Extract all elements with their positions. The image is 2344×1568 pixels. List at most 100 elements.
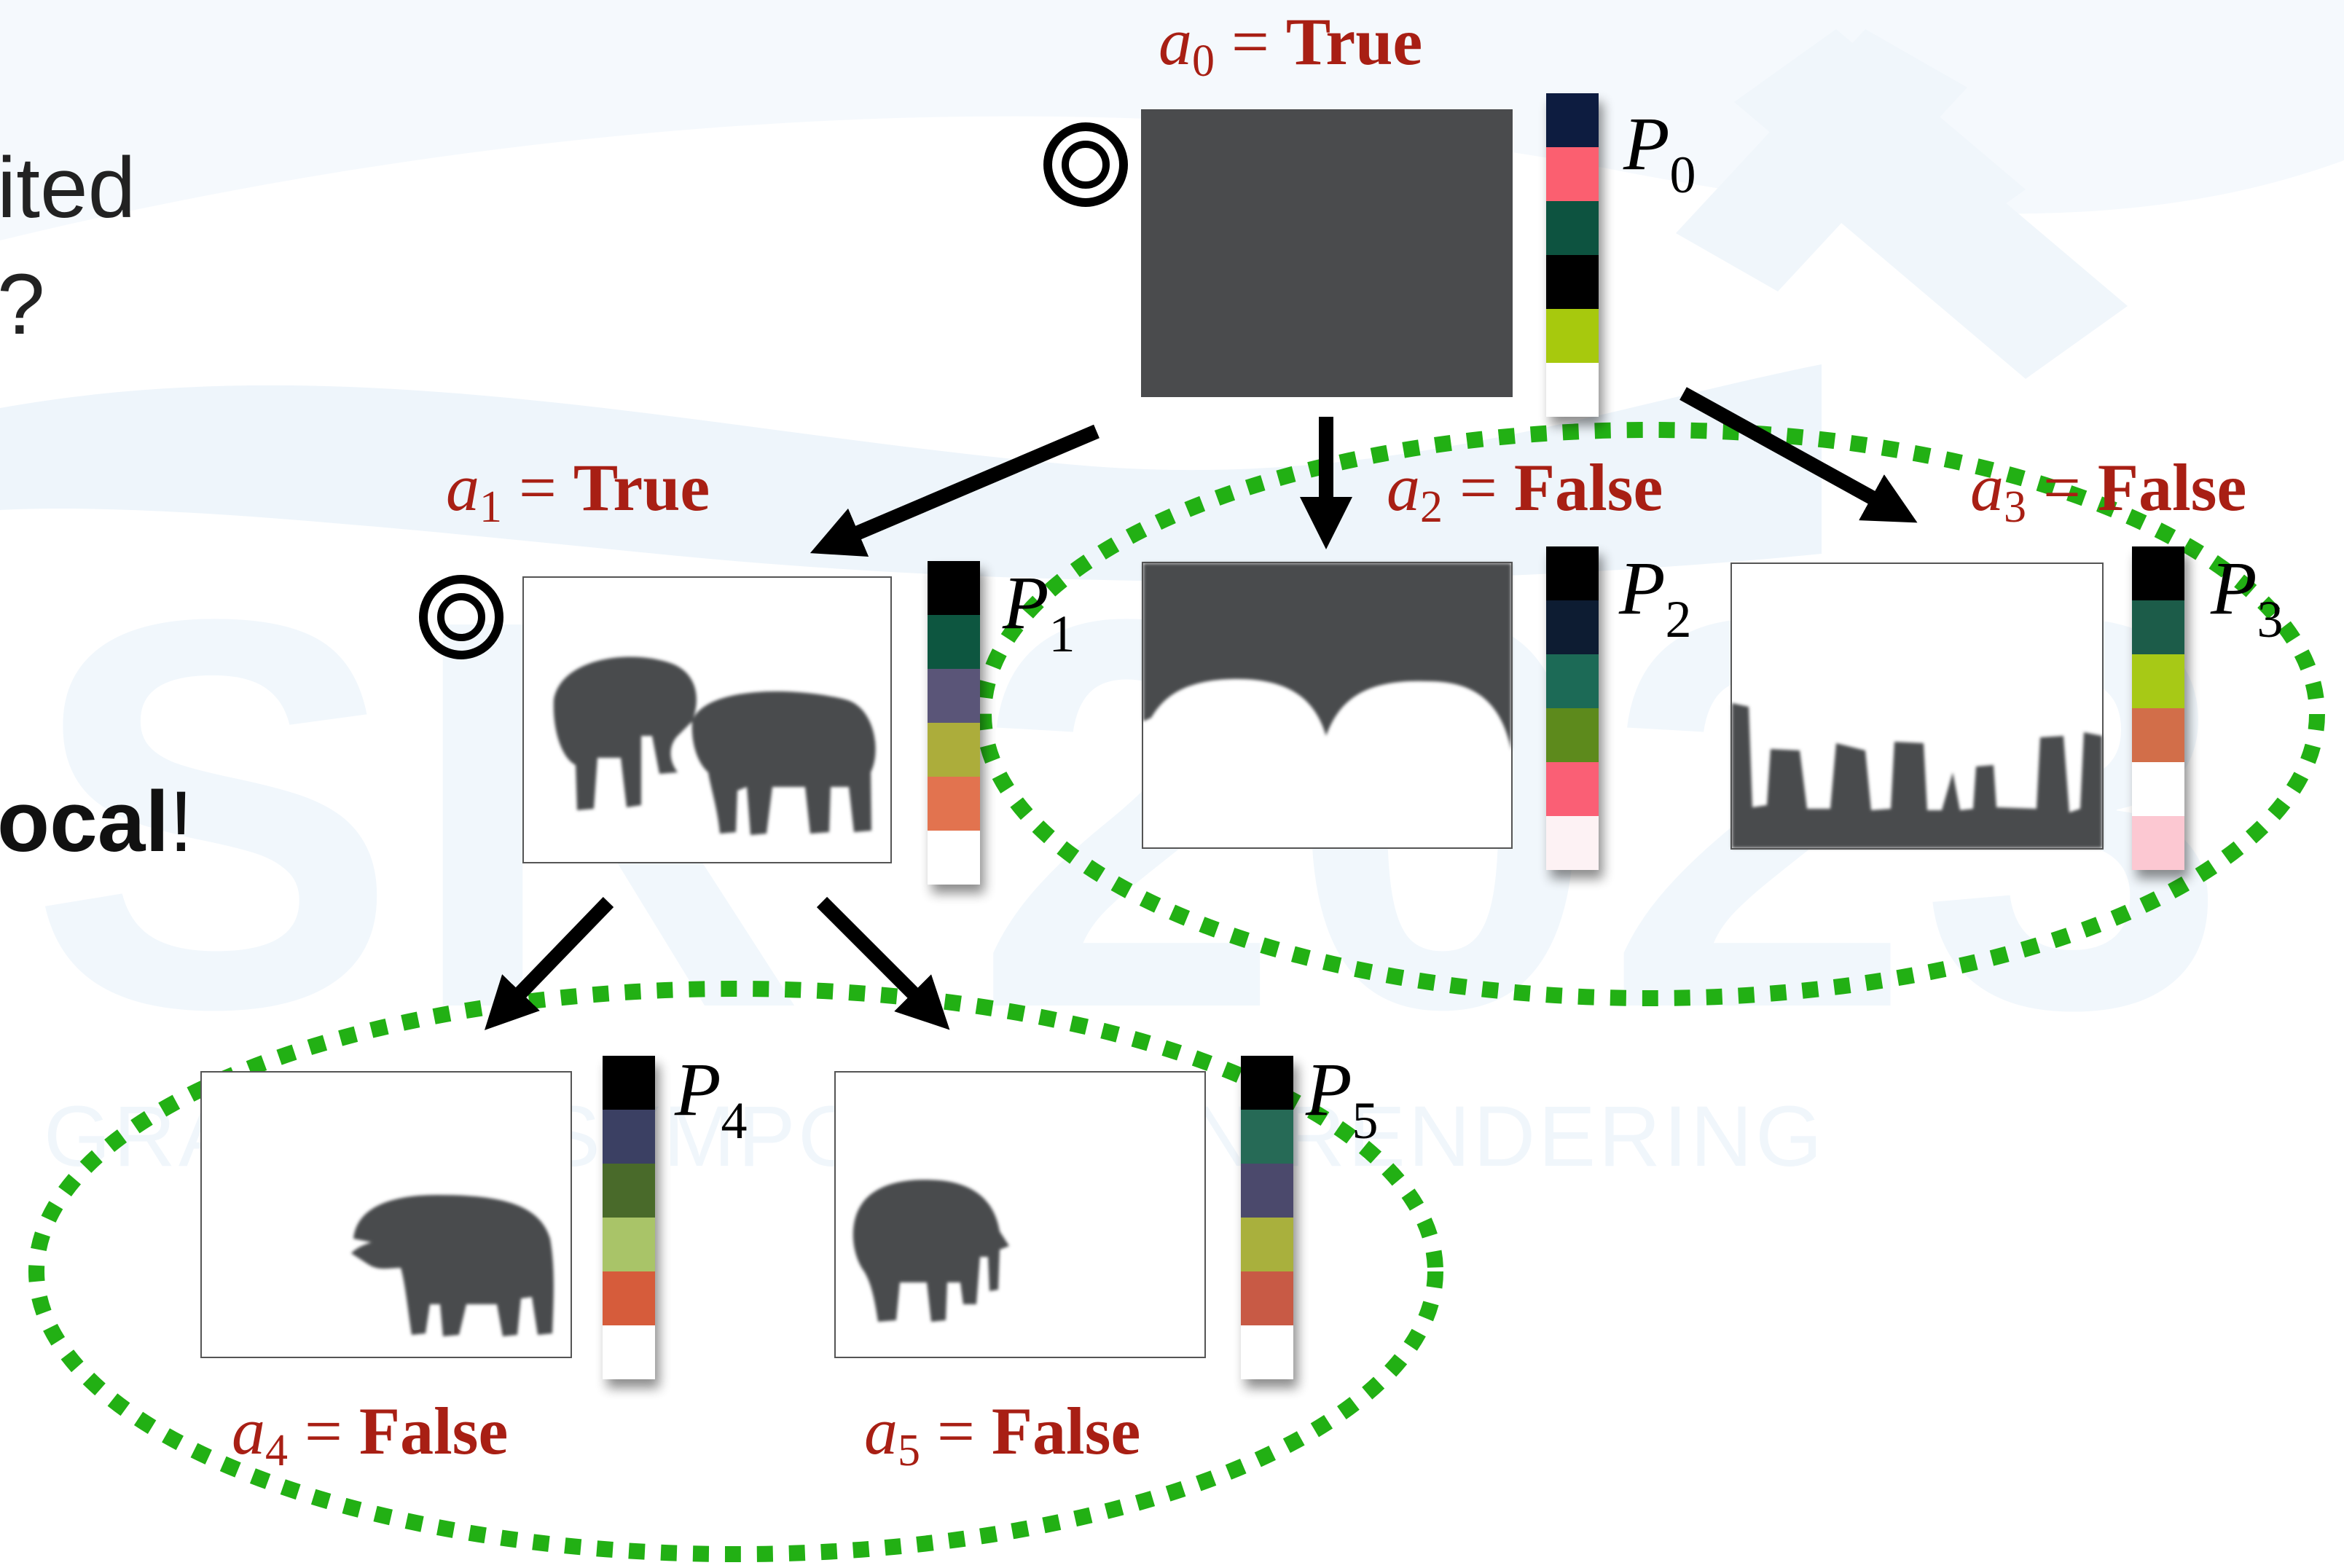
node-2-swatch-1: [1546, 600, 1599, 654]
edge-1-to-4: [484, 897, 614, 1030]
node-1-label: a1 = True: [446, 450, 710, 532]
node-0-palette-label: P0: [1623, 102, 1696, 204]
node-5-swatch-2: [1241, 1164, 1293, 1218]
node-4-palette-label-sub: 4: [721, 1091, 748, 1150]
selected-mark-node-0: [1043, 122, 1128, 207]
dashed-group-ellipse-right: [976, 422, 2325, 1006]
node-4-label: a4 = False: [232, 1394, 508, 1475]
node-5-swatch-4: [1241, 1271, 1293, 1325]
node-2-label: a2 = False: [1387, 450, 1663, 532]
node-0-label-value: True: [1286, 4, 1422, 79]
node-2-mask-sky: [1143, 563, 1511, 750]
node-3-swatch-4: [2132, 762, 2184, 816]
node-3-swatch-5: [2132, 816, 2184, 870]
node-5-label-sub: 5: [898, 1426, 920, 1475]
node-1-mask-two-elephants: [553, 656, 876, 835]
node-2-swatch-4: [1546, 762, 1599, 816]
node-1-palette-label: P1: [1002, 561, 1075, 663]
node-0-palette-label-sub: 0: [1670, 146, 1696, 204]
watermark-wave-2: [0, 364, 1822, 581]
node-2-palette-label-sub: 2: [1666, 590, 1692, 648]
node-4-swatch-1: [603, 1110, 655, 1164]
node-0-palette: [1546, 93, 1599, 417]
node-2-swatch-5: [1546, 816, 1599, 870]
node-3-palette-label-sub: 3: [2257, 590, 2284, 648]
node-5-palette-label-sub: 5: [1352, 1091, 1379, 1150]
node-2-label-value: False: [1514, 450, 1663, 525]
node-1-swatch-1: [928, 615, 980, 669]
node-1-swatch-4: [928, 777, 980, 831]
node-4-palette: [603, 1056, 655, 1379]
slide-text-fragment-2: ?: [0, 256, 45, 353]
slide-text-fragment-3: ocal!: [0, 774, 193, 870]
node-0-thumbnail: [1141, 109, 1513, 397]
node-0-swatch-5: [1546, 363, 1599, 417]
node-4-label-sub: 4: [265, 1426, 288, 1475]
node-0-swatch-0: [1546, 93, 1599, 147]
node-4: a4 = False P4: [200, 1048, 748, 1475]
node-3-swatch-2: [2132, 654, 2184, 708]
node-5-swatch-3: [1241, 1218, 1293, 1271]
slide-text-fragment-1: ited: [0, 140, 136, 236]
node-2-palette: [1546, 546, 1599, 870]
watermark-cross-shape: [1676, 29, 2128, 379]
node-3: a3 = False P3: [1730, 450, 2284, 870]
node-4-swatch-4: [603, 1271, 655, 1325]
node-1: a1 = True P1: [446, 450, 1075, 885]
node-2: a2 = False P2: [1142, 450, 1692, 870]
node-3-label-sub: 3: [2004, 482, 2026, 532]
selected-mark-node-1: [419, 575, 503, 659]
node-0-swatch-3: [1546, 255, 1599, 309]
node-5-label-value: False: [992, 1394, 1140, 1468]
slide-text-fragment-3-bold: ocal: [0, 774, 169, 870]
node-1-swatch-2: [928, 669, 980, 723]
node-5-swatch-5: [1241, 1325, 1293, 1379]
node-3-swatch-3: [2132, 708, 2184, 762]
node-5-swatch-1: [1241, 1110, 1293, 1164]
node-3-label: a3 = False: [1970, 450, 2246, 532]
node-3-palette-label: P3: [2210, 546, 2284, 648]
node-1-label-value: True: [573, 450, 710, 525]
node-5-palette: [1241, 1056, 1293, 1379]
node-4-swatch-2: [603, 1164, 655, 1218]
node-0-label: a0 = True: [1159, 4, 1422, 86]
slide-text-fragment-3-suffix: !: [169, 774, 193, 870]
node-4-swatch-0: [603, 1056, 655, 1110]
edge-1-to-5: [816, 896, 950, 1030]
node-1-swatch-5: [928, 831, 980, 885]
node-5: a5 = False P5: [834, 1048, 1379, 1475]
node-0-swatch-1: [1546, 147, 1599, 201]
edge-0-to-1: [810, 424, 1100, 557]
node-5-swatch-0: [1241, 1056, 1293, 1110]
node-3-label-value: False: [2098, 450, 2246, 525]
node-0-swatch-2: [1546, 201, 1599, 255]
node-0: a0 = True P0: [1141, 4, 1696, 417]
tree-edges: [484, 387, 1918, 1030]
node-1-swatch-0: [928, 561, 980, 615]
node-2-swatch-3: [1546, 708, 1599, 762]
node-4-swatch-5: [603, 1325, 655, 1379]
node-5-palette-label: P5: [1305, 1048, 1379, 1150]
node-2-swatch-2: [1546, 654, 1599, 708]
node-1-palette: [928, 561, 980, 885]
node-2-palette-label: P2: [1618, 546, 1692, 648]
node-4-palette-label: P4: [674, 1048, 748, 1150]
node-4-swatch-3: [603, 1218, 655, 1271]
edge-0-to-3: [1679, 387, 1918, 523]
node-3-swatch-1: [2132, 600, 2184, 654]
node-3-palette: [2132, 546, 2184, 870]
node-3-swatch-0: [2132, 546, 2184, 600]
node-2-label-sub: 2: [1420, 482, 1443, 532]
node-5-mask-right-elephant: [852, 1180, 1009, 1322]
node-3-mask-ground: [1732, 703, 2102, 848]
node-0-swatch-4: [1546, 309, 1599, 363]
dashed-group-ellipse-bottom: [28, 981, 1443, 1562]
node-4-label-value: False: [359, 1394, 508, 1468]
node-1-label-sub: 1: [479, 482, 502, 532]
node-5-label: a5 = False: [864, 1394, 1140, 1475]
node-4-mask-left-elephant: [351, 1195, 554, 1336]
node-1-palette-label-sub: 1: [1049, 605, 1075, 663]
node-1-swatch-3: [928, 723, 980, 777]
